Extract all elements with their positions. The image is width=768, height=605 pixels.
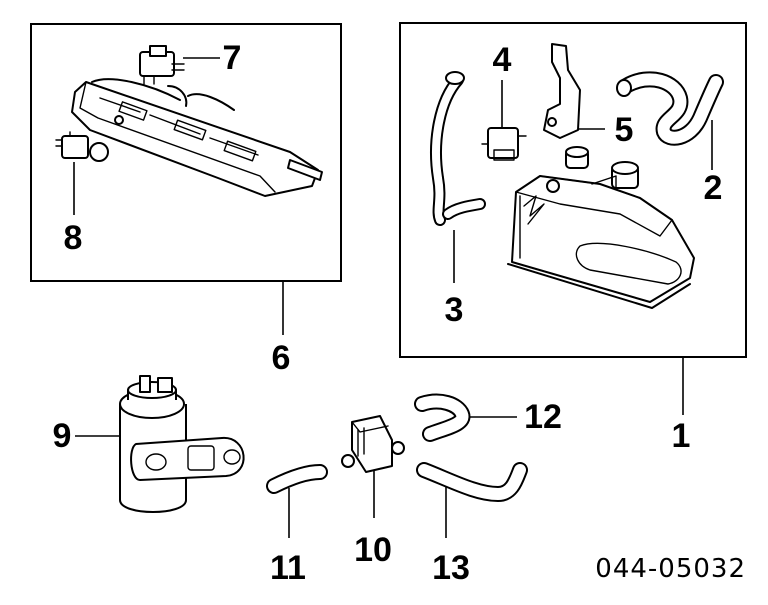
- hose-3: [430, 71, 486, 226]
- callout-2: 2: [703, 169, 723, 207]
- sensor-8: [55, 131, 109, 162]
- callout-11: 11: [270, 549, 306, 587]
- callout-3: 3: [444, 291, 464, 329]
- group-box-6: [30, 23, 342, 282]
- callout-10: 10: [354, 531, 392, 569]
- group-box-1: [399, 22, 747, 358]
- vacuum-bracket-assembly: [71, 78, 323, 197]
- solenoid-valve-7: [139, 45, 185, 85]
- callout-5: 5: [614, 111, 634, 149]
- callout-6: 6: [271, 339, 291, 377]
- leader-lines: [73, 57, 713, 538]
- hose-11: [266, 464, 328, 494]
- callout-12: 12: [524, 398, 562, 436]
- hose-12: [414, 393, 471, 442]
- callout-9: 9: [52, 417, 72, 455]
- valve-10: [341, 415, 405, 473]
- callout-4: 4: [492, 41, 512, 79]
- callout-1: 1: [671, 417, 691, 455]
- callout-7: 7: [222, 39, 242, 77]
- hose-13: [416, 462, 528, 503]
- callout-13: 13: [432, 549, 470, 587]
- hose-2: [616, 71, 724, 146]
- part-code: 044-05032: [595, 554, 746, 584]
- callout-8: 8: [63, 219, 83, 257]
- charcoal-canister: [507, 146, 695, 309]
- canister-9: [119, 375, 245, 513]
- switch-4: [481, 127, 527, 161]
- bracket-5: [543, 43, 581, 139]
